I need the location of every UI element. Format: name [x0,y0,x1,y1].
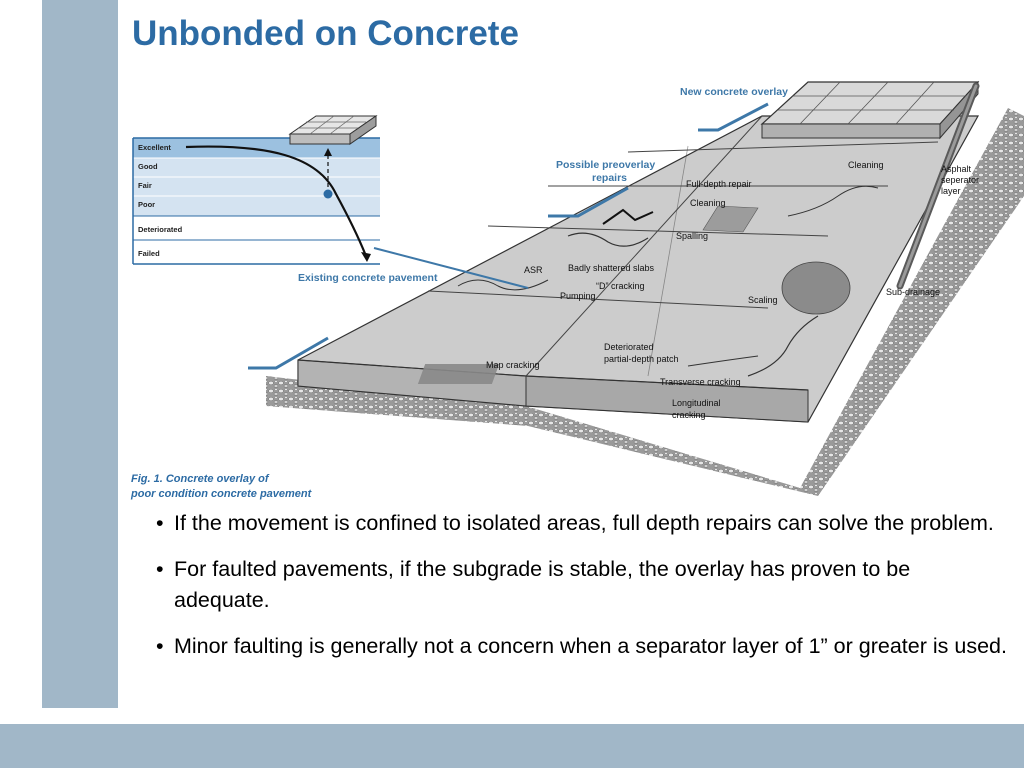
figure-caption-line2: poor condition concrete pavement [130,488,313,500]
figure-caption-line1: Fig. 1. Concrete overlay of [131,473,270,485]
label-cleaning-1: Cleaning [690,198,726,208]
bullet-text: For faulted pavements, if the subgrade i… [174,557,911,612]
label-transverse-cracking: Transverse cracking [660,377,741,387]
label-patch-line2: partial-depth patch [604,354,679,364]
bullet-dot-icon: • [156,634,164,658]
label-pumping: Pumping [560,291,596,301]
bullet-dot-icon: • [156,557,164,581]
label-asr: ASR [524,265,543,275]
overlay-point-marker [323,189,333,199]
pavement-figure: Excellent Good Fair Poor Deteriorated Fa… [128,76,1024,508]
label-scaling: Scaling [748,295,778,305]
condition-good: Good [138,162,158,171]
label-asphalt-line2: seperator [941,175,979,185]
label-patch-line1: Deteriorated [604,342,654,352]
condition-deteriorated: Deteriorated [138,225,183,234]
bullet-item: • For faulted pavements, if the subgrade … [156,554,1008,616]
bullet-text: Minor faulting is generally not a concer… [174,634,1007,658]
label-spalling: Spalling [676,231,708,241]
callout-preoverlay-line1: Possible preoverlay [556,159,655,171]
label-asphalt-line1: Asphalt [941,164,972,174]
label-longitudinal-line1: Longitudinal [672,398,721,408]
bullet-text: If the movement is confined to isolated … [174,511,994,535]
callout-leaders [248,102,769,370]
condition-failed: Failed [138,249,160,258]
bullet-dot-icon: • [156,511,164,535]
pavement-illustration: Excellent Good Fair Poor Deteriorated Fa… [130,80,1024,500]
condition-fair: Fair [138,181,152,190]
label-longitudinal-line2: cracking [672,410,706,420]
bullet-list: • If the movement is confined to isolated… [156,508,1008,677]
bullet-item: • If the movement is confined to isolated… [156,508,1008,539]
callout-preoverlay-line2: repairs [592,172,627,184]
bullet-item: • Minor faulting is generally not a conce… [156,631,1008,662]
callout-existing-pavement: Existing concrete pavement [298,272,438,284]
label-cleaning-2: Cleaning [848,160,884,170]
label-full-depth-repair: Full-depth repair [686,179,752,189]
condition-excellent: Excellent [138,143,171,152]
slide-title: Unbonded on Concrete [132,14,519,53]
label-sub-drainage: Sub-drainage [886,287,940,297]
condition-poor: Poor [138,200,155,209]
new-overlay-slabs [760,80,980,140]
bottom-accent-bar [0,724,1024,768]
callout-new-overlay: New concrete overlay [680,86,788,98]
left-accent-bar [42,0,118,708]
label-shattered-slabs: Badly shattered slabs [568,263,655,273]
label-map-cracking: Map cracking [486,360,540,370]
scaling-patch [781,261,851,315]
label-d-cracking: “D” cracking [596,281,645,291]
deterioration-curve [185,145,368,257]
condition-chart: Excellent Good Fair Poor Deteriorated Fa… [132,115,380,265]
label-asphalt-line3: layer [941,186,961,196]
